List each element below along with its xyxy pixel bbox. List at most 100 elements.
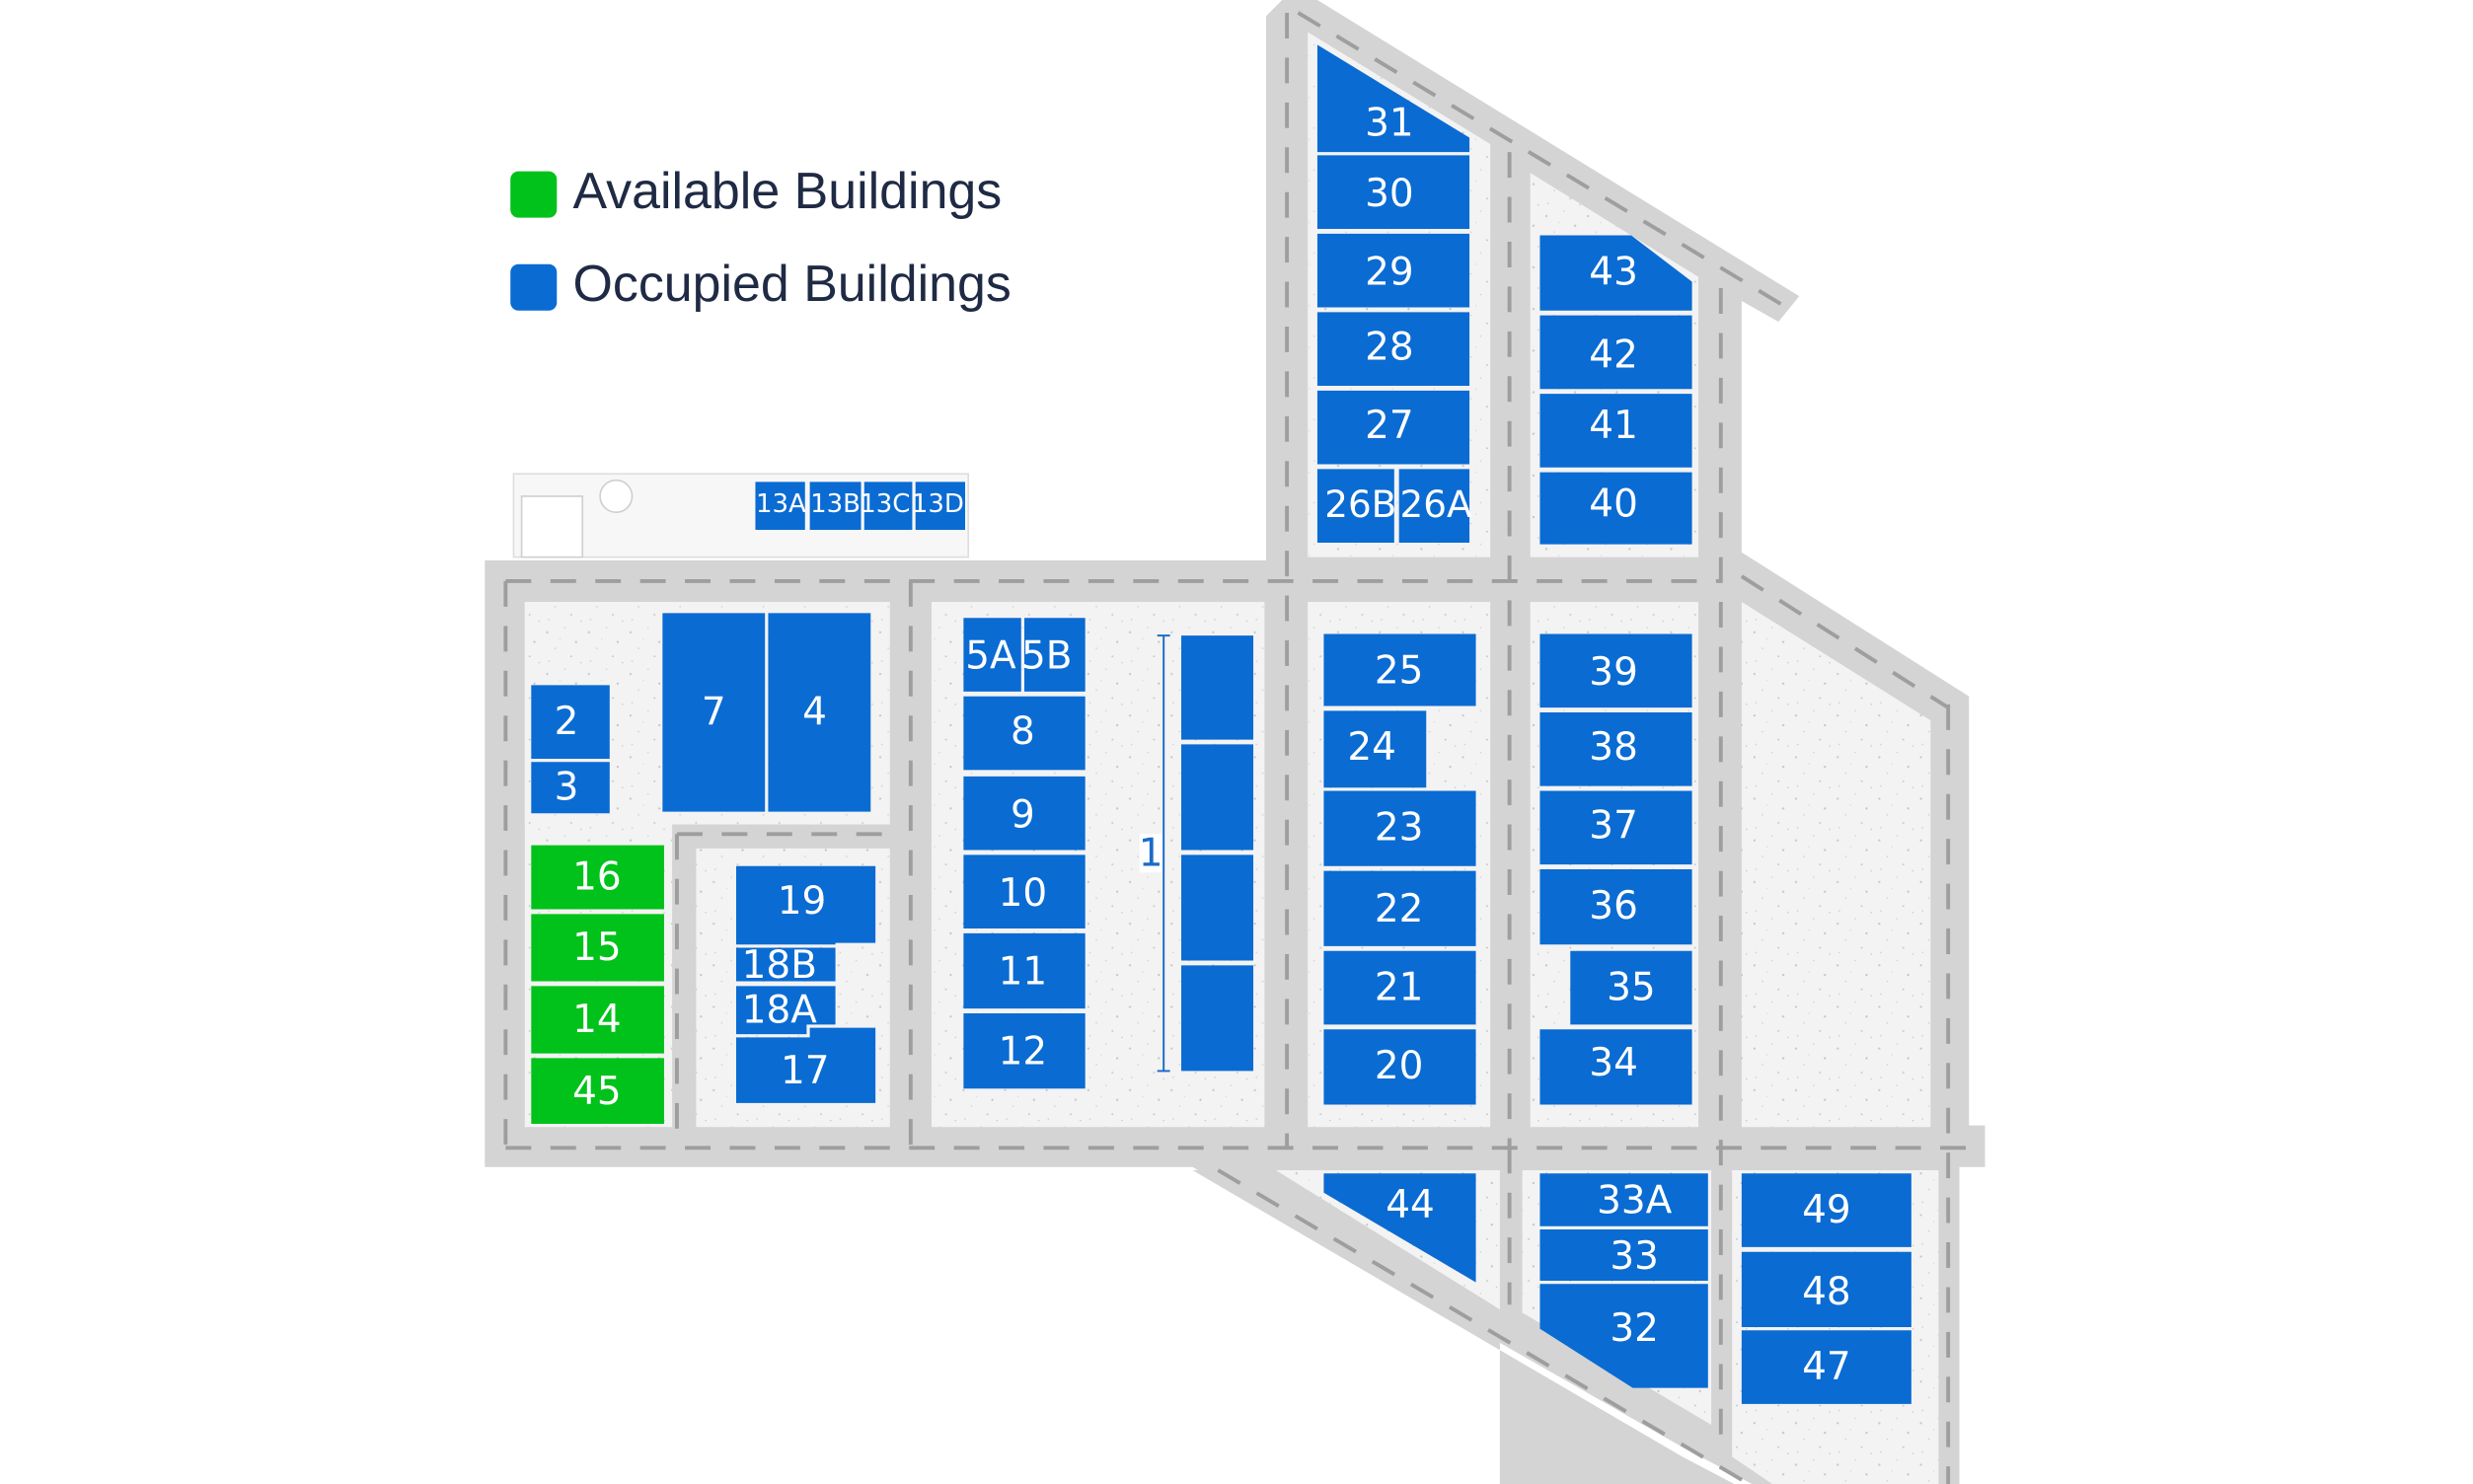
building-16[interactable]: 16: [531, 845, 664, 910]
building-28[interactable]: 28: [1316, 312, 1470, 387]
building-footprint[interactable]: [1741, 1330, 1911, 1404]
building-footprint[interactable]: [531, 986, 664, 1054]
building-footprint[interactable]: [1539, 394, 1692, 468]
building-footprint[interactable]: [735, 986, 836, 1035]
building-48[interactable]: 48: [1741, 1251, 1911, 1328]
building-footprint[interactable]: [1741, 1173, 1911, 1247]
building-33a[interactable]: 33A: [1539, 1173, 1708, 1226]
building-25[interactable]: 25: [1323, 633, 1476, 706]
building-9[interactable]: 9: [963, 776, 1086, 851]
building-footprint[interactable]: [963, 1013, 1086, 1089]
building-footprint[interactable]: [531, 685, 610, 760]
building-24[interactable]: 24: [1323, 710, 1427, 788]
building-33[interactable]: 33: [1539, 1229, 1708, 1281]
building-14[interactable]: 14: [531, 986, 664, 1054]
building-footprint[interactable]: [531, 1058, 664, 1124]
building-11[interactable]: 11: [963, 932, 1086, 1009]
building-footprint[interactable]: [1539, 868, 1692, 945]
building-footprint[interactable]: [1024, 618, 1086, 692]
row-1-unit[interactable]: [1181, 854, 1254, 961]
building-18a[interactable]: 18A: [735, 986, 836, 1035]
building-footprint[interactable]: [1398, 469, 1470, 544]
building-footprint[interactable]: [963, 618, 1021, 692]
building-18b[interactable]: 18B: [735, 943, 836, 988]
building-footprint[interactable]: [1539, 315, 1692, 390]
building-49[interactable]: 49: [1741, 1173, 1911, 1247]
building-22[interactable]: 22: [1323, 870, 1476, 946]
building-35[interactable]: 35: [1570, 950, 1692, 1025]
building-45[interactable]: 45: [531, 1058, 664, 1124]
building-footprint[interactable]: [963, 854, 1086, 929]
building-5b[interactable]: 5B: [1021, 618, 1086, 692]
row-1-unit[interactable]: [1181, 744, 1254, 851]
row-1-unit[interactable]: [1181, 635, 1254, 740]
building-10[interactable]: 10: [963, 854, 1086, 929]
building-27[interactable]: 27: [1316, 390, 1470, 465]
building-15[interactable]: 15: [531, 914, 664, 982]
building-footprint[interactable]: [915, 482, 965, 531]
building-footprint[interactable]: [1539, 1173, 1708, 1226]
building-13a[interactable]: 13A: [755, 482, 806, 531]
building-footprint[interactable]: [1323, 790, 1476, 866]
building-footprint[interactable]: [1539, 1284, 1708, 1388]
building-footprint[interactable]: [662, 613, 766, 812]
building-32[interactable]: 32: [1539, 1284, 1708, 1388]
building-36[interactable]: 36: [1539, 868, 1692, 945]
building-5a[interactable]: 5A: [963, 618, 1021, 692]
building-footprint[interactable]: [1570, 950, 1692, 1025]
building-footprint[interactable]: [1316, 155, 1470, 230]
building-12[interactable]: 12: [963, 1013, 1086, 1089]
building-39[interactable]: 39: [1539, 633, 1692, 708]
building-footprint[interactable]: [863, 482, 913, 531]
building-footprint[interactable]: [1539, 472, 1692, 545]
building-7[interactable]: 7: [662, 613, 766, 812]
building-2[interactable]: 2: [531, 685, 610, 760]
building-footprint[interactable]: [963, 776, 1086, 851]
building-3[interactable]: 3: [531, 762, 610, 814]
building-footprint[interactable]: [1539, 633, 1692, 708]
building-footprint[interactable]: [1539, 790, 1692, 865]
building-41[interactable]: 41: [1539, 394, 1692, 468]
building-footprint[interactable]: [1539, 1029, 1692, 1105]
building-43[interactable]: 43: [1539, 235, 1692, 311]
building-footprint[interactable]: [1323, 1029, 1476, 1105]
building-26b[interactable]: 26B: [1316, 469, 1396, 544]
row-1-unit[interactable]: [1181, 965, 1254, 1072]
building-40[interactable]: 40: [1539, 472, 1692, 545]
building-footprint[interactable]: [768, 613, 871, 812]
building-footprint[interactable]: [735, 1027, 876, 1103]
building-17[interactable]: 17: [735, 1027, 876, 1103]
building-footprint[interactable]: [1316, 390, 1470, 465]
building-footprint[interactable]: [1323, 950, 1476, 1025]
building-47[interactable]: 47: [1741, 1330, 1911, 1404]
building-13d[interactable]: 13D: [912, 482, 965, 531]
building-footprint[interactable]: [531, 762, 610, 814]
building-footprint[interactable]: [735, 947, 836, 982]
building-footprint[interactable]: [1539, 235, 1692, 311]
building-footprint[interactable]: [755, 482, 805, 531]
building-footprint[interactable]: [1323, 870, 1476, 946]
building-footprint[interactable]: [1539, 1229, 1708, 1281]
building-footprint[interactable]: [1741, 1251, 1911, 1328]
building-footprint[interactable]: [735, 865, 876, 945]
building-footprint[interactable]: [963, 932, 1086, 1009]
building-20[interactable]: 20: [1323, 1029, 1476, 1105]
building-footprint[interactable]: [963, 696, 1086, 771]
building-footprint[interactable]: [1539, 711, 1692, 786]
building-21[interactable]: 21: [1323, 950, 1476, 1025]
building-19[interactable]: 19: [735, 865, 876, 945]
building-8[interactable]: 8: [963, 696, 1086, 771]
building-42[interactable]: 42: [1539, 315, 1692, 390]
building-footprint[interactable]: [1316, 469, 1394, 544]
building-4[interactable]: 4: [768, 613, 871, 812]
building-footprint[interactable]: [1323, 633, 1476, 706]
building-footprint[interactable]: [1323, 1173, 1476, 1283]
building-13b[interactable]: 13B: [809, 482, 862, 531]
building-29[interactable]: 29: [1316, 233, 1470, 308]
building-13c[interactable]: 13C: [860, 482, 913, 531]
building-23[interactable]: 23: [1323, 790, 1476, 866]
building-31[interactable]: 31: [1316, 44, 1470, 153]
building-footprint[interactable]: [531, 845, 664, 910]
building-38[interactable]: 38: [1539, 711, 1692, 786]
building-26a[interactable]: 26A: [1398, 469, 1472, 544]
